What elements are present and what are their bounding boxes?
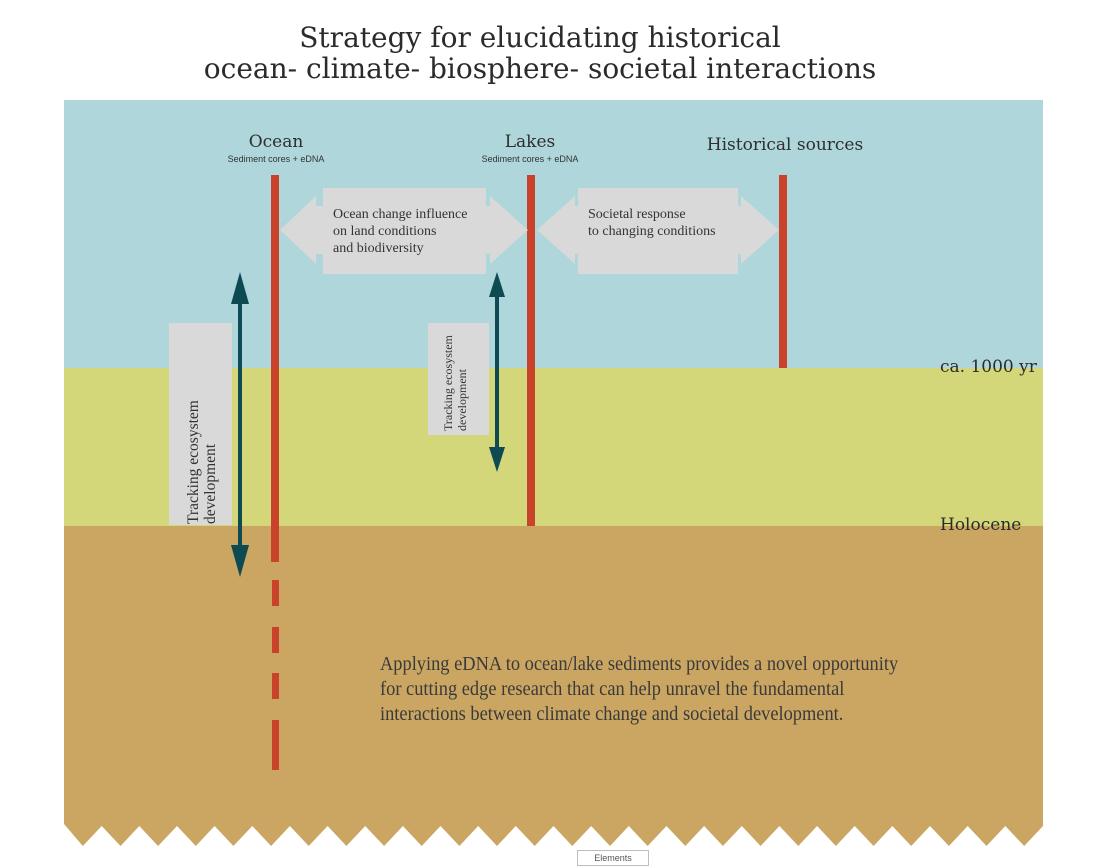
ocean-tracking-double-arrow <box>231 272 249 577</box>
ocean-core-rod <box>271 175 279 562</box>
societal-response-box: Societal response to changing conditions <box>578 188 738 274</box>
ocean-tracking-box <box>169 323 232 525</box>
lakes-core-rod <box>527 175 535 526</box>
ocean-core-dash <box>272 580 279 606</box>
ocean-change-text: Ocean change influence on land condition… <box>333 207 468 256</box>
ocean-core-dash <box>272 744 279 770</box>
historical-sources-rod <box>779 175 787 368</box>
historical-heading: Historical sources <box>706 135 864 155</box>
elements-tab[interactable]: Elements <box>577 850 649 866</box>
pre-holocene-sediment-band <box>64 526 1043 846</box>
holocene-boundary-label: Holocene <box>940 515 1022 535</box>
ocean-change-box: Ocean change influence on land condition… <box>323 188 486 274</box>
ocean-column-heading: Ocean Sediment cores + eDNA <box>216 132 336 164</box>
ocean-core-dash <box>272 673 279 699</box>
ocean-subheading: Sediment cores + eDNA <box>227 154 325 164</box>
ocean-core-dash <box>272 720 279 746</box>
title-line-1: Strategy for elucidating historical <box>299 21 781 54</box>
lakes-tracking-box <box>428 323 489 435</box>
diagram-title: Strategy for elucidating historical ocea… <box>0 22 1080 84</box>
societal-response-text: Societal response to changing conditions <box>588 207 716 239</box>
lakes-tracking-double-arrow <box>489 272 505 472</box>
ca1000-boundary-label: ca. 1000 yr <box>940 357 1037 377</box>
ocean-core-dash <box>272 627 279 653</box>
lakes-heading: Lakes <box>504 132 556 152</box>
title-line-2: ocean- climate- biosphere- societal inte… <box>203 52 877 85</box>
ocean-tracking-text: Tracking ecosystem development <box>185 400 219 524</box>
lakes-tracking-text: Tracking ecosystem development <box>441 335 469 431</box>
historical-column-heading: Historical sources <box>690 135 880 155</box>
lakes-subheading: Sediment cores + eDNA <box>481 154 579 164</box>
edna-note: Applying eDNA to ocean/lake sediments pr… <box>380 653 899 725</box>
torn-bottom-edge <box>64 824 1043 848</box>
ocean-heading: Ocean <box>248 132 304 152</box>
lakes-column-heading: Lakes Sediment cores + eDNA <box>470 132 590 164</box>
